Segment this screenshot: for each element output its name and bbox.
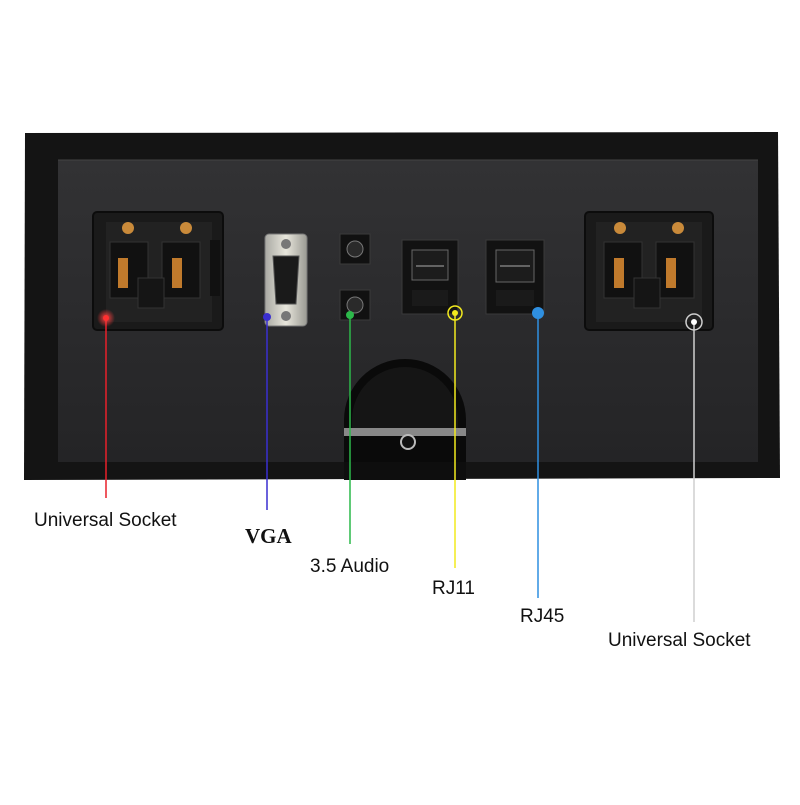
label-universal-socket-right: Universal Socket [608, 630, 751, 651]
rj11-port [401, 239, 459, 315]
rj45-port [485, 239, 545, 315]
universal-socket-right [584, 211, 714, 331]
leader-lines [97, 305, 703, 622]
label-rj11: RJ11 [432, 578, 475, 599]
audio-jacks [339, 233, 371, 321]
cable-passthrough [344, 359, 466, 480]
label-audio: 3.5 Audio [310, 556, 390, 577]
label-vga: VGA [245, 524, 292, 548]
universal-socket-left [92, 211, 224, 331]
label-rj45: RJ45 [520, 606, 565, 627]
label-universal-socket-left: Universal Socket [34, 510, 177, 531]
vga-port [264, 233, 308, 327]
